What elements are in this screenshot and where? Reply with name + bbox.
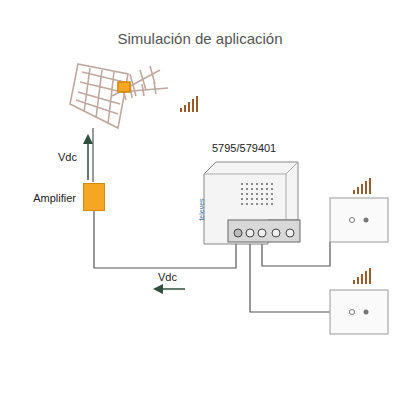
- amplifier-box: Amplifier: [83, 183, 105, 211]
- antenna: [70, 64, 168, 182]
- title: Simulación de aplicación: [0, 30, 400, 47]
- voltage-label: Vdc: [58, 151, 77, 163]
- outlet-wires: [250, 242, 330, 312]
- device-drawing: [198, 160, 304, 246]
- model-number: 5795/579401: [212, 142, 276, 154]
- dc-arrow: [87, 136, 89, 180]
- part-label: Amplifier: [33, 192, 76, 204]
- brand-label: televes: [198, 198, 205, 220]
- wall-outlet: [330, 198, 388, 334]
- signal-bars: [180, 96, 371, 284]
- power-supply: 5795/579401: [198, 160, 304, 246]
- dc-arrow: [155, 288, 185, 290]
- voltage-label: Vdc: [158, 271, 177, 283]
